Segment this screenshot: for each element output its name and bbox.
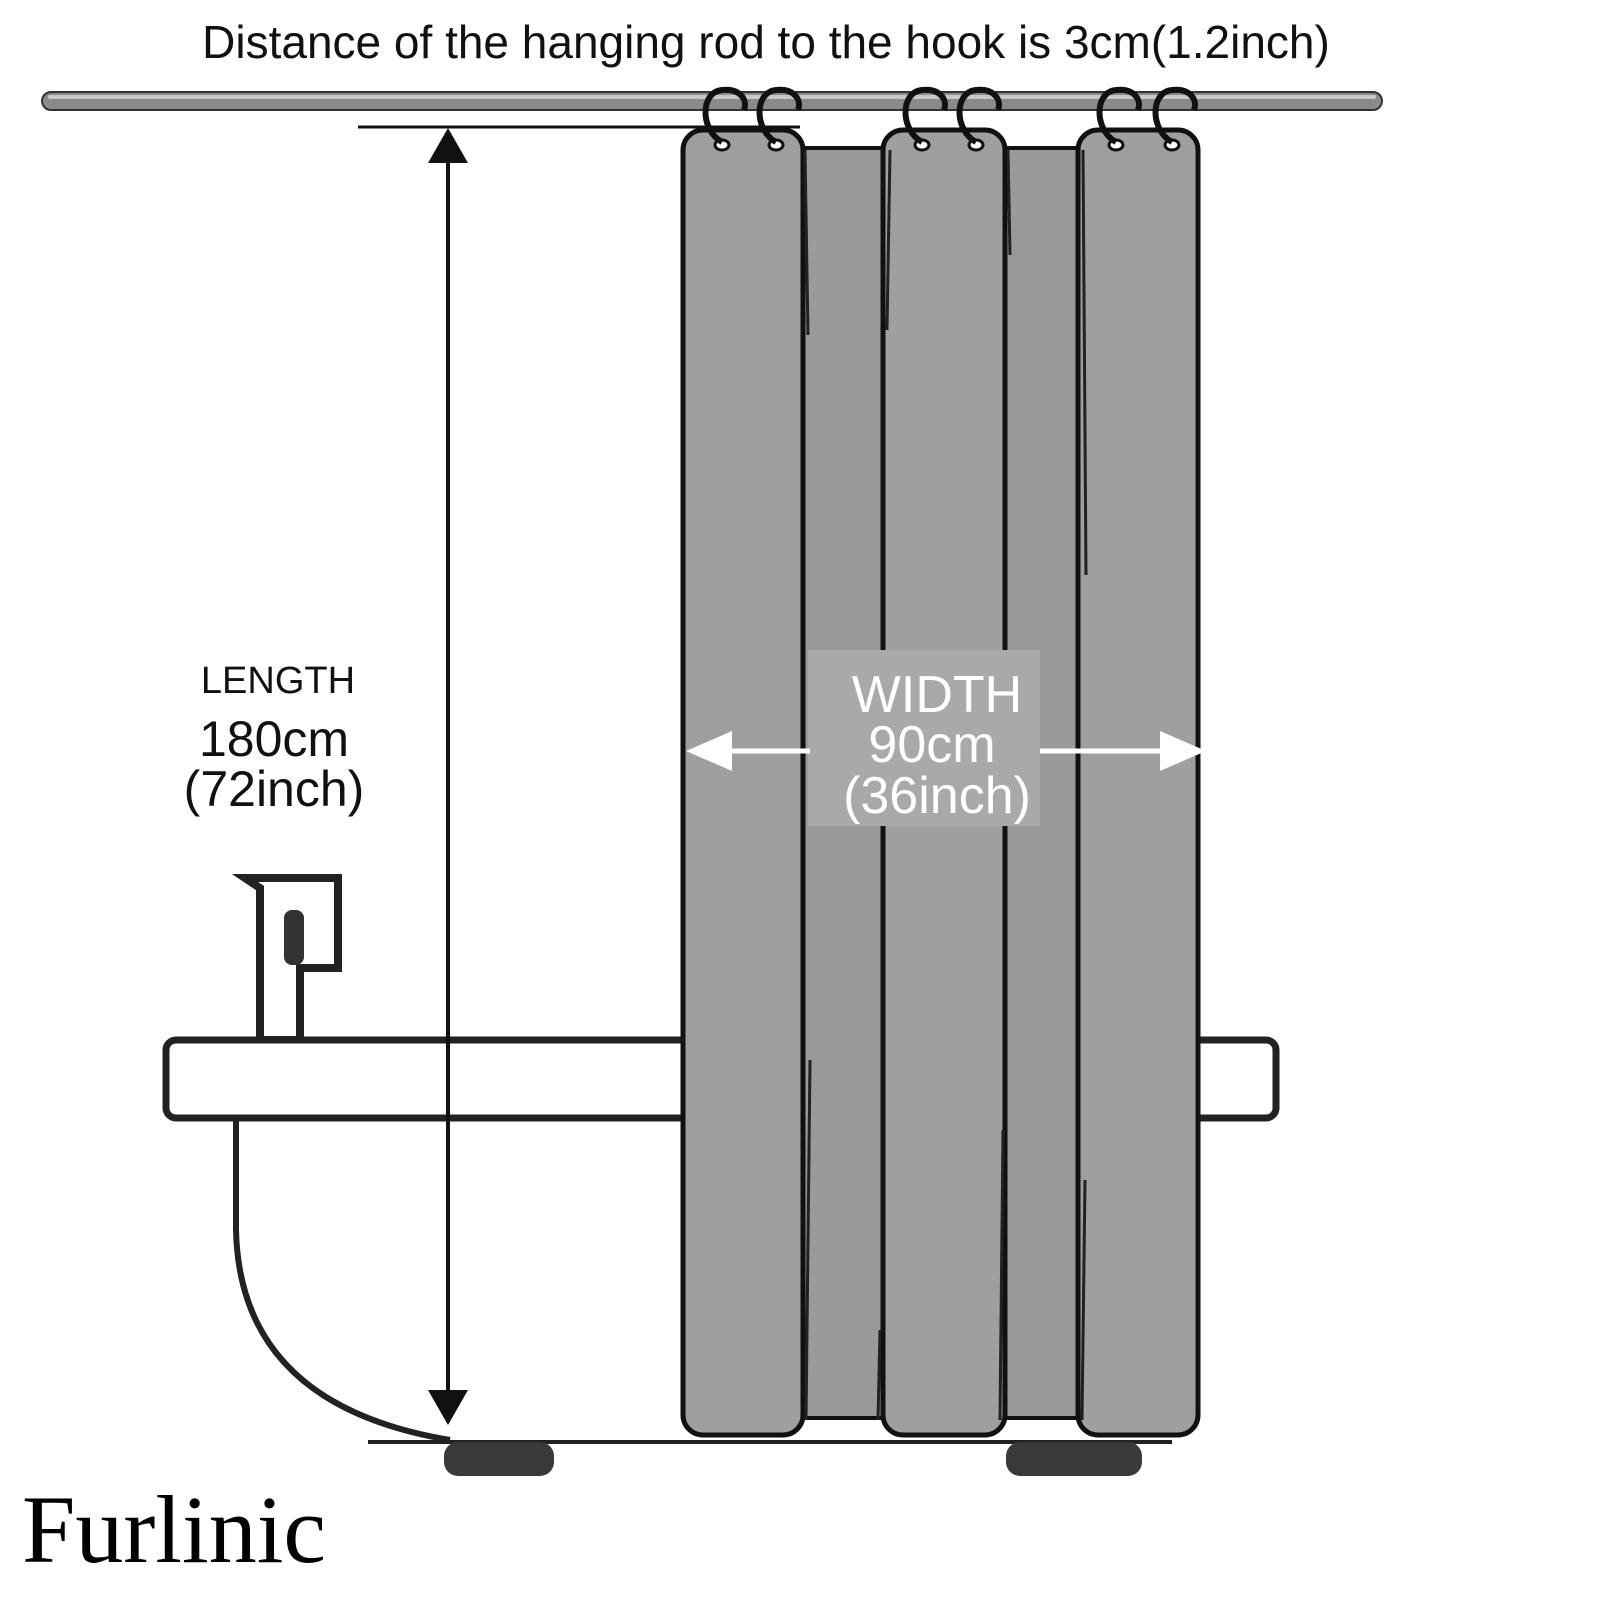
length-inch: (72inch) bbox=[184, 761, 365, 817]
width-label-panel bbox=[808, 650, 1040, 826]
curtain-pleat-left bbox=[680, 127, 806, 1438]
hook-icon bbox=[1096, 86, 1142, 145]
bathtub-foot-left bbox=[444, 1442, 554, 1476]
arrow-left-icon bbox=[686, 731, 732, 771]
bathtub-foot-right bbox=[1006, 1442, 1142, 1476]
length-dimension-arrow bbox=[358, 125, 800, 1425]
hook-icon bbox=[1152, 86, 1198, 145]
bathtub-body bbox=[233, 1118, 451, 1443]
hook-icon bbox=[956, 86, 1002, 145]
arrow-up-icon bbox=[428, 128, 468, 163]
faucet-icon bbox=[231, 874, 342, 1044]
curtain-pleat-right bbox=[1075, 127, 1201, 1438]
width-label: WIDTH bbox=[852, 666, 1022, 724]
arrow-right-icon bbox=[1160, 731, 1206, 771]
length-label: LENGTH bbox=[201, 660, 355, 702]
width-dimension bbox=[686, 650, 1206, 826]
arrow-down-icon bbox=[428, 1390, 468, 1425]
brand-logo: Furlinic bbox=[22, 1476, 326, 1583]
hook-icon bbox=[902, 86, 948, 145]
width-cm: 90cm bbox=[868, 716, 995, 774]
rod-distance-caption: Distance of the hanging rod to the hook … bbox=[202, 16, 1330, 68]
length-cm: 180cm bbox=[199, 711, 349, 767]
width-inch: (36inch) bbox=[843, 767, 1031, 825]
